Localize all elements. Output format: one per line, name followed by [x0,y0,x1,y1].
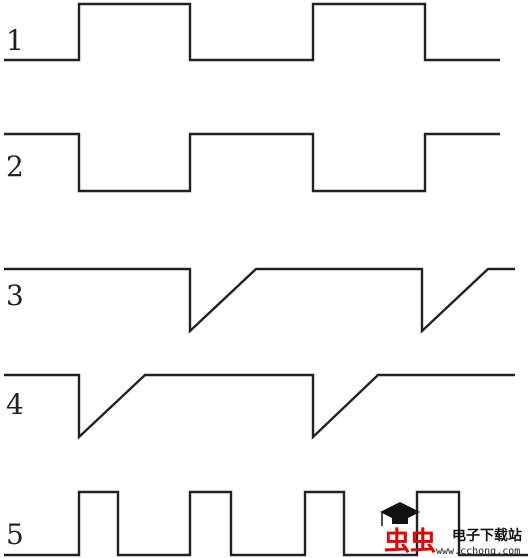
waveform-5-trace [4,490,528,557]
watermark-url: www.cchong.com [436,546,520,557]
waveform-1-trace [4,2,500,62]
waveform-label-4: 4 [6,388,24,421]
watermark-cn-text: 电子下载站 [452,527,522,544]
waveform-label-1: 1 [6,24,24,57]
waveform-label-5: 5 [6,518,24,551]
waveform-4-trace [4,373,515,440]
waveform-2-trace [4,132,500,193]
watermark-logo-text: 虫虫 [384,527,436,557]
graduation-cap-icon [380,502,420,526]
waveform-3-trace [4,267,515,334]
waveform-label-3: 3 [6,279,24,312]
watermark: 虫虫 电子下载站 www.cchong.com [380,502,522,557]
waveform-label-2: 2 [6,150,24,183]
